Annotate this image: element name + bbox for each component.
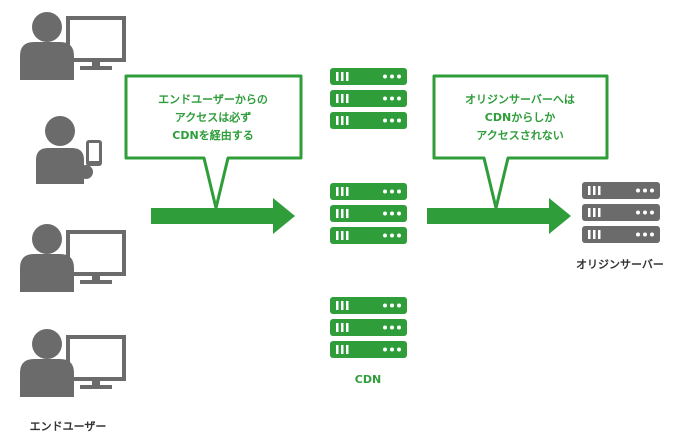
end-user-smartphone (36, 116, 102, 184)
callout-left-line-1: エンドユーザーからの (158, 93, 268, 106)
origin-server-group (582, 182, 660, 243)
callout-left: エンドユーザーからの アクセスは必ず CDNを経由する (124, 74, 303, 210)
end-user-label: エンドユーザー (30, 420, 107, 433)
cdn-server-c-unit-1 (330, 297, 407, 314)
callout-right-line-1: オリジンサーバーへは (465, 93, 575, 106)
callout-left-line-3: CDNを経由する (172, 128, 253, 142)
cdn-server-a-unit-3 (330, 112, 407, 129)
right-arrow-icon-right (427, 198, 571, 234)
origin-server-label: オリジンサーバー (576, 258, 664, 271)
origin-server-unit-1 (582, 182, 660, 199)
origin-server-unit-3 (582, 226, 660, 243)
callout-right: オリジンサーバーへは CDNからしか アクセスされない (432, 74, 609, 210)
cdn-server-b-unit-3 (330, 227, 407, 244)
callout-right-line-2: CDNからしか (485, 111, 555, 124)
cdn-server-a-unit-2 (330, 90, 407, 107)
callout-right-line-3: アクセスされない (476, 129, 563, 142)
cdn-label: CDN (355, 373, 381, 386)
cdn-server-c-unit-3 (330, 341, 407, 358)
cdn-server-group (330, 68, 407, 358)
end-user-desktop-1 (20, 12, 126, 80)
right-arrow-icon-left (151, 198, 295, 234)
cdn-server-c-unit-2 (330, 319, 407, 336)
cdn-server-b-unit-1 (330, 183, 407, 200)
callout-left-line-2: アクセスは必ず (175, 110, 251, 124)
origin-server-unit-2 (582, 204, 660, 221)
cdn-server-a-unit-1 (330, 68, 407, 85)
end-user-desktop-2 (20, 224, 126, 292)
end-user-desktop-3 (20, 329, 126, 397)
cdn-server-b-unit-2 (330, 205, 407, 222)
